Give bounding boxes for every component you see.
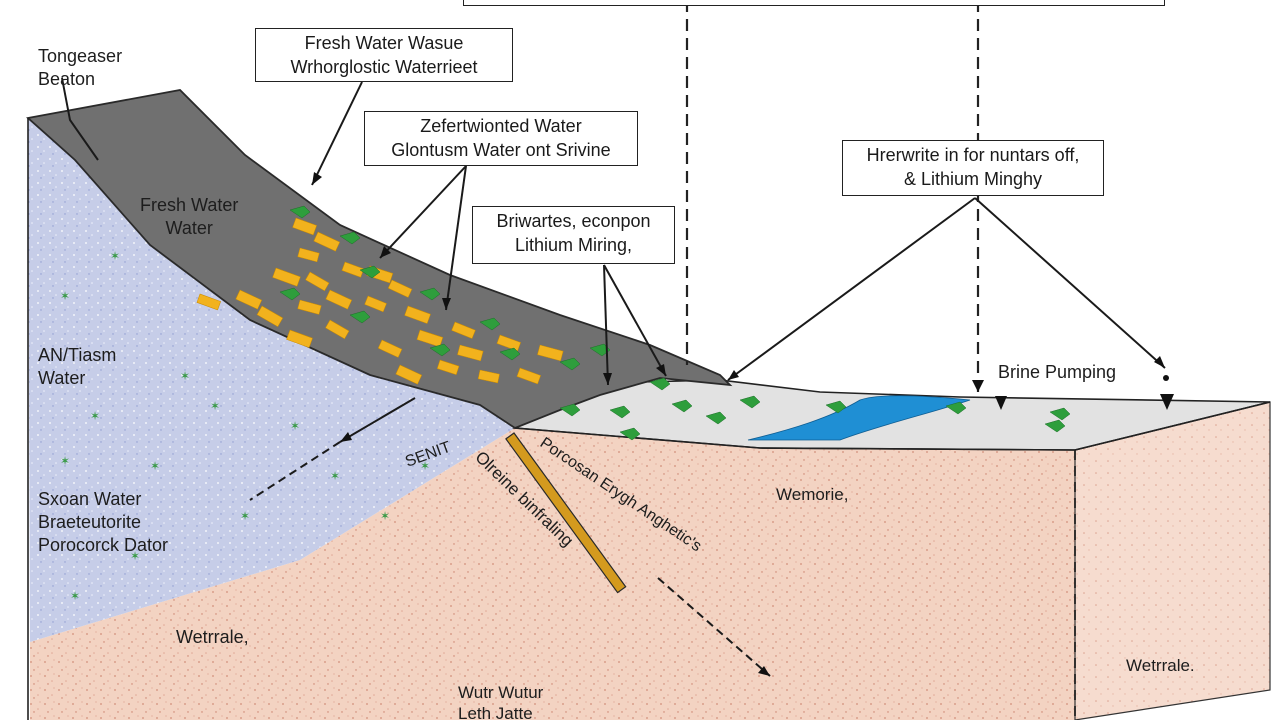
bottom-label-line2: Leth Jatte (458, 704, 533, 723)
callout-glontusm-line1: Zefertwionted Water (420, 116, 582, 136)
wetrrale-right-label: Wetrrale. (1126, 654, 1195, 677)
leader-lines (61, 77, 1166, 677)
sxoan-label-line3: Porocorck Dator (38, 535, 169, 555)
callout-lithium-minghy: Hrerwrite in for nuntars off, & Lithium … (842, 140, 1104, 196)
an-tiasm-label-line2: Water (38, 368, 86, 388)
block-outline (27, 118, 1271, 720)
bottom-label: Wutr Wutur Leth Jatte (458, 682, 543, 724)
brine-pumping-text: Brine Pumping (998, 362, 1117, 382)
svg-text:✶: ✶ (420, 459, 430, 473)
svg-text:✶: ✶ (60, 454, 70, 468)
corner-label: Tongeaser Beaton (38, 45, 122, 91)
aquifer-layer (28, 118, 515, 642)
brine-pumping-label: Brine Pumping (998, 361, 1116, 384)
arrowheads (312, 172, 1174, 676)
callout-lithium-mining: Briwartes, econpon Lithium Miring, (472, 206, 675, 264)
wetrrale-left-text: Wetrrale, (176, 627, 249, 647)
fresh-water-layer (26, 89, 733, 430)
svg-text:✶: ✶ (110, 249, 120, 263)
memorie-label: Wemorie, (776, 483, 848, 506)
bottom-label-line1: Wutr Wutur (458, 683, 544, 702)
fault-bar (505, 432, 627, 594)
callout-fresh-water-line2: Wrhorglostic Waterrieet (290, 57, 478, 77)
callout-glontusm-water: Zefertwionted Water Glontusm Water ont S… (364, 111, 638, 166)
svg-text:✶: ✶ (150, 459, 160, 473)
sxoan-label-line1: Sxoan Water (38, 489, 142, 509)
mineral-deposits: ✶ ✶ ✶ ✶ ✶ ✶ ✶ ✶ ✶ ✶ ✶ ✶ ✶ ✶ (60, 205, 1071, 603)
callout-lithium-line1: Hrerwrite in for nuntars off, (866, 145, 1080, 165)
fresh-water-label: Fresh Water Water (140, 194, 238, 240)
an-tiasm-label-line1: AN/Tiasm (38, 345, 117, 365)
top-title-box (463, 0, 1165, 6)
fresh-water-label-line2: Water (165, 218, 213, 238)
an-tiasm-label: AN/Tiasm Water (38, 344, 116, 390)
callout-glontusm-line2: Glontusm Water ont Srivine (391, 140, 611, 160)
memorie-text: Wemorie, (776, 485, 849, 504)
sediment-layer (30, 428, 1075, 720)
callout-fresh-water-line1: Fresh Water Wasue (304, 33, 464, 53)
callout-briwartes-line1: Briwartes, econpon (496, 211, 651, 231)
svg-text:✶: ✶ (330, 469, 340, 483)
pump-marker (1163, 375, 1169, 381)
wetrrale-left-label: Wetrrale, (176, 626, 249, 649)
callout-fresh-water: Fresh Water Wasue Wrhorglostic Waterriee… (255, 28, 513, 82)
svg-text:✶: ✶ (210, 399, 220, 413)
corner-label-line2: Beaton (38, 69, 96, 89)
svg-text:✶: ✶ (180, 369, 190, 383)
wetrrale-right-text: Wetrrale. (1126, 656, 1195, 675)
callout-briwartes-line2: Lithium Miring, (514, 235, 633, 255)
svg-text:✶: ✶ (290, 419, 300, 433)
fresh-water-label-line1: Fresh Water (140, 195, 239, 215)
svg-text:✶: ✶ (90, 409, 100, 423)
svg-text:✶: ✶ (70, 589, 80, 603)
svg-text:✶: ✶ (130, 549, 140, 563)
sxoan-water-label: Sxoan Water Braeteutorite Porocorck Dato… (38, 488, 168, 557)
corner-label-line1: Tongeaser (38, 46, 123, 66)
svg-text:✶: ✶ (60, 289, 70, 303)
svg-text:✶: ✶ (380, 509, 390, 523)
callout-lithium-line2: & Lithium Minghy (903, 169, 1043, 189)
brine-pond (747, 395, 971, 441)
svg-text:✶: ✶ (240, 509, 250, 523)
sxoan-label-line2: Braeteutorite (38, 512, 142, 532)
